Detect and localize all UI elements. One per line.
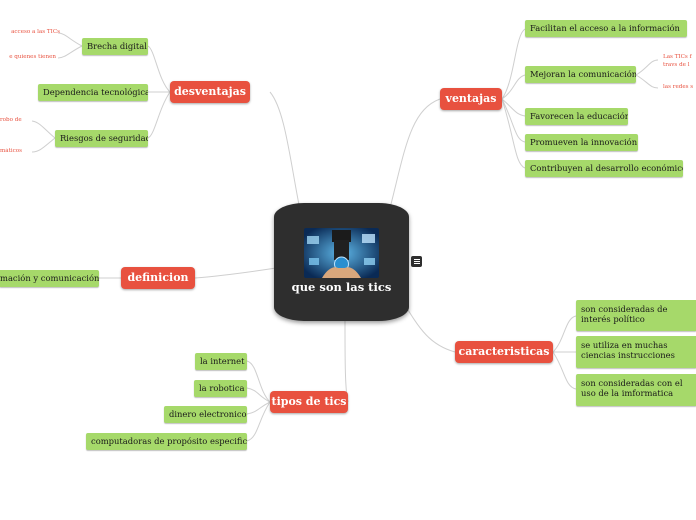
topic-ventajas[interactable]: ventajas (440, 88, 502, 110)
note-riesgos-1: robo de (0, 117, 22, 123)
note-brecha-1: acceso a las TICs (11, 29, 60, 35)
subtopic-definicion[interactable]: mación y comunicación (0, 270, 99, 287)
subtopic-dependencia[interactable]: Dependencia tecnológica (38, 84, 148, 101)
subtopic-uso-informatica[interactable]: son consideradas con el uso de la imform… (576, 374, 696, 406)
topic-caracteristicas[interactable]: caracteristicas (455, 341, 553, 363)
note-mejoran-3: las redes s (663, 84, 694, 90)
subtopic-brecha-digital[interactable]: Brecha digital (82, 38, 148, 55)
central-topic[interactable]: que son las tics (274, 203, 409, 321)
technology-photo-icon (304, 228, 379, 278)
subtopic-facilitan[interactable]: Facilitan el acceso a la información (525, 20, 687, 37)
subtopic-computadoras[interactable]: computadoras de propósito especifico (86, 433, 247, 450)
notes-icon[interactable] (411, 256, 422, 267)
note-brecha-2: e quienes tienen (9, 54, 56, 60)
central-title: que son las tics (291, 280, 392, 294)
subtopic-la-internet[interactable]: la internet (195, 353, 247, 370)
subtopic-ciencias[interactable]: se utiliza en muchas ciencias instruccio… (576, 336, 696, 368)
subtopic-riesgos[interactable]: Riesgos de seguridad (55, 130, 148, 147)
topic-definicion[interactable]: definicion (121, 267, 195, 289)
note-mejoran-1: Las TICs f (663, 54, 692, 60)
note-riesgos-2: máticos (0, 148, 23, 154)
subtopic-economico[interactable]: Contribuyen al desarrollo económico (525, 160, 683, 177)
topic-tipos-de-tics[interactable]: tipos de tics (270, 391, 348, 413)
subtopic-interes-politico[interactable]: son consideradas de interés político (576, 300, 696, 331)
subtopic-innovacion[interactable]: Promueven la innovación (525, 134, 638, 151)
subtopic-dinero-electronico[interactable]: dinero electronico (164, 406, 247, 423)
subtopic-mejoran[interactable]: Mejoran la comunicación (525, 66, 636, 83)
subtopic-la-robotica[interactable]: la robotica (194, 380, 247, 397)
note-mejoran-2: travs de l (663, 62, 690, 68)
subtopic-educacion[interactable]: Favorecen la educación (525, 108, 628, 125)
topic-desventajas[interactable]: desventajas (170, 81, 250, 103)
